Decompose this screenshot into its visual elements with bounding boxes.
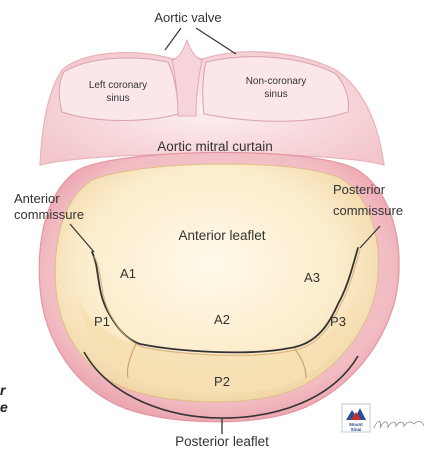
label-a1: A1 xyxy=(120,266,136,281)
label-posterior-commissure-line1: Posterior xyxy=(333,182,386,197)
aortic-valve-pointer-right xyxy=(196,28,236,54)
label-non-coronary-sinus-line2: sinus xyxy=(264,89,287,100)
label-non-coronary-sinus-line1: Non-coronary xyxy=(246,76,307,87)
label-p1: P1 xyxy=(94,314,110,329)
label-posterior-commissure-line2: commissure xyxy=(333,203,403,218)
label-p2: P2 xyxy=(214,374,230,389)
label-p3: P3 xyxy=(330,314,346,329)
cropped-text-fragment-line1: r xyxy=(0,382,7,398)
label-aortic-valve: Aortic valve xyxy=(154,10,221,25)
label-anterior-commissure-line2: commissure xyxy=(14,207,84,222)
cropped-text-fragment-line2: e xyxy=(0,399,8,415)
mount-sinai-logo: Mount Sinai xyxy=(342,404,370,432)
label-left-coronary-sinus-line1: Left coronary xyxy=(89,80,147,91)
logo-text-line2: Sinai xyxy=(351,427,362,432)
label-a3: A3 xyxy=(304,270,320,285)
label-posterior-leaflet: Posterior leaflet xyxy=(175,434,269,449)
aortic-valve-pointer-left xyxy=(165,28,181,50)
label-anterior-leaflet: Anterior leaflet xyxy=(178,228,265,243)
label-left-coronary-sinus-line2: sinus xyxy=(106,93,129,104)
label-aortic-mitral-curtain: Aortic mitral curtain xyxy=(157,139,273,154)
artist-signature xyxy=(374,421,424,428)
label-anterior-commissure-line1: Anterior xyxy=(14,191,60,206)
label-a2: A2 xyxy=(214,312,230,327)
